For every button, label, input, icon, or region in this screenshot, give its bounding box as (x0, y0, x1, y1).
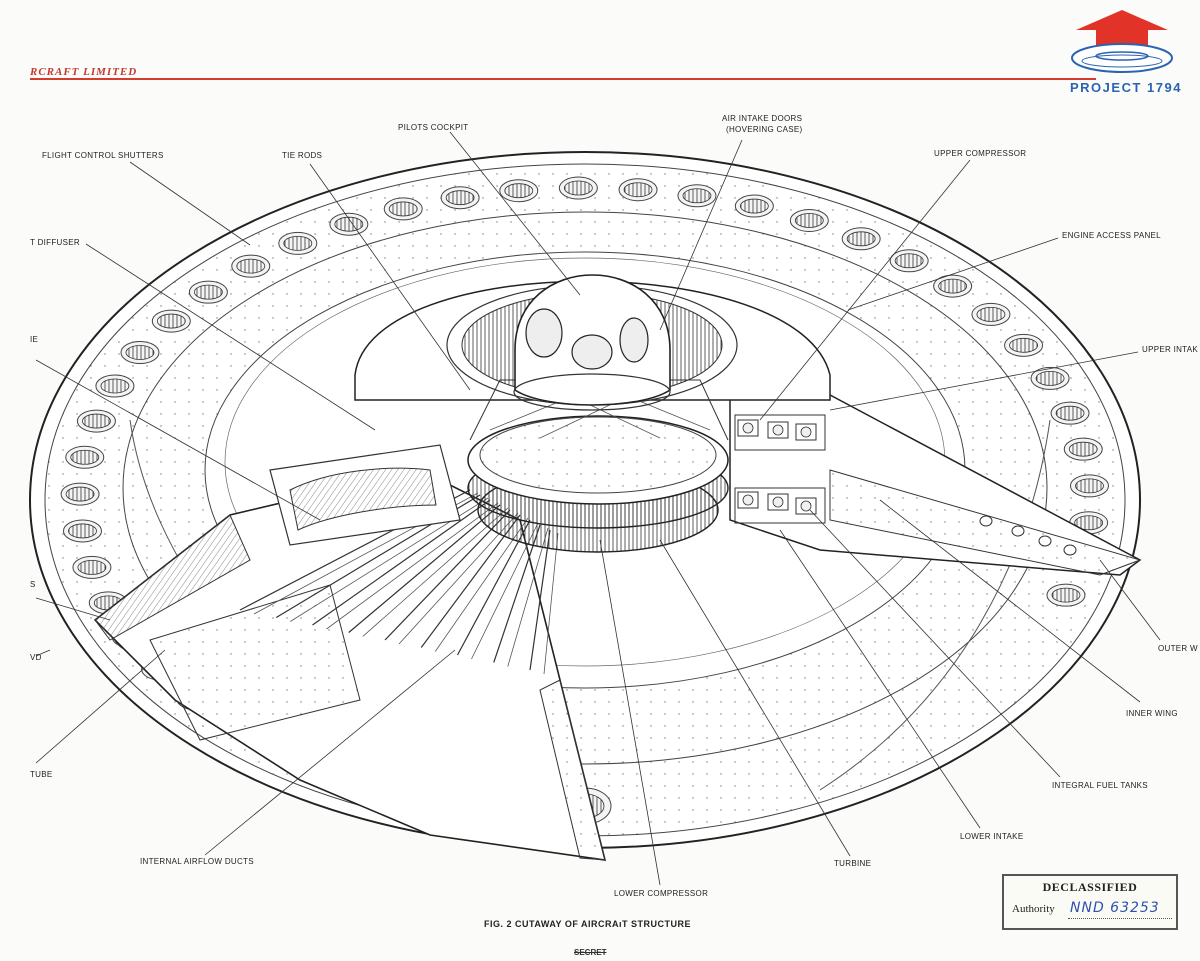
diagram-labels: FLIGHT CONTROL SHUTTERS TIE RODS PILOTS … (30, 114, 1198, 898)
shutter-vent (789, 208, 829, 232)
label-turbine: TURBINE (834, 859, 871, 868)
leader-lines (35, 131, 1161, 886)
shutter-vent (1050, 401, 1090, 425)
company-name: RCRAFT LIMITED (30, 66, 138, 78)
label-inner-wing: INNER WING (1126, 709, 1178, 718)
label-tie-rods: TIE RODS (282, 151, 322, 160)
label-hovering-case: (HOVERING CASE) (726, 125, 803, 134)
label-pilots-cockpit: PILOTS COCKPIT (398, 123, 468, 132)
shutter-vent (383, 197, 423, 221)
label-ne: IE (30, 335, 38, 344)
shutter-vent (440, 186, 480, 210)
arrow-up-saucer-icon (1071, 10, 1173, 73)
shutter-vent (278, 231, 318, 255)
label-diffuser: T DIFFUSER (30, 238, 80, 247)
label-internal-airflow-ducts: INTERNAL AIRFLOW DUCTS (140, 857, 254, 866)
shutter-vent (558, 176, 598, 200)
shutter-vent (933, 274, 973, 298)
label-lower-intake: LOWER INTAKE (960, 832, 1023, 841)
declassified-stamp: DECLASSIFIED Authority NND 63253 (1002, 874, 1178, 930)
security-marking: SECRET (574, 948, 607, 957)
label-tube: TUBE (30, 770, 53, 779)
label-upper-compressor: UPPER COMPRESSOR (934, 149, 1026, 158)
wing-lightening-holes (979, 515, 1077, 556)
stamp-title: DECLASSIFIED (1042, 880, 1138, 894)
label-upper-intake: UPPER INTAK (1142, 345, 1198, 354)
label-engine-access-panel: ENGINE ACCESS PANEL (1062, 231, 1161, 240)
wing-cutaway (729, 384, 1142, 576)
shutter-vent (65, 445, 105, 469)
cutaway-section (93, 444, 607, 861)
internal-airflow-ducts (239, 489, 559, 675)
shutter-vent (734, 194, 774, 218)
label-outer-wing: OUTER W (1158, 644, 1198, 653)
shutter-vent (120, 340, 160, 364)
figure-caption: FIG. 2 CUTAWAY OF AIRCRAıT STRUCTURE (484, 919, 692, 929)
shutter-vent (618, 178, 658, 202)
label-flight-control-shutters: FLIGHT CONTROL SHUTTERS (42, 151, 164, 160)
shutter-vent (95, 374, 135, 398)
label-lower-compressor: LOWER COMPRESSOR (614, 889, 708, 898)
project-title: PROJECT 1794 (1070, 80, 1182, 95)
label-s: S (30, 580, 36, 589)
label-vd: VD (30, 653, 42, 662)
stamp-authority-label: Authority (1012, 903, 1055, 915)
central-engine (354, 274, 831, 553)
shutter-vent (231, 254, 271, 278)
shutter-vent (72, 555, 112, 579)
shutter-vent (60, 482, 100, 506)
shutter-vent (677, 184, 717, 208)
header-rule (30, 78, 1096, 80)
shutter-vent (1046, 583, 1086, 607)
shutter-vent (889, 249, 929, 273)
shutter-vent (1004, 333, 1044, 357)
shutter-vent (329, 212, 369, 236)
shutter-vent (499, 179, 539, 203)
label-air-intake-doors: AIR INTAKE DOORS (722, 114, 802, 123)
shutter-vent (841, 227, 881, 251)
stamp-authority-value: NND 63253 (1070, 900, 1160, 916)
label-integral-fuel-tanks: INTEGRAL FUEL TANKS (1052, 781, 1148, 790)
shutter-vent (151, 309, 191, 333)
shutter-vent (62, 519, 102, 543)
shutter-vent (1069, 474, 1109, 498)
shutter-vent (76, 409, 116, 433)
integral-fuel-tanks (737, 419, 817, 515)
stamp-signature-line (1068, 918, 1172, 919)
shutter-vent (971, 302, 1011, 326)
shutter-vent (188, 280, 228, 304)
shutter-vent (1063, 437, 1103, 461)
shutter-vent (1030, 366, 1070, 390)
